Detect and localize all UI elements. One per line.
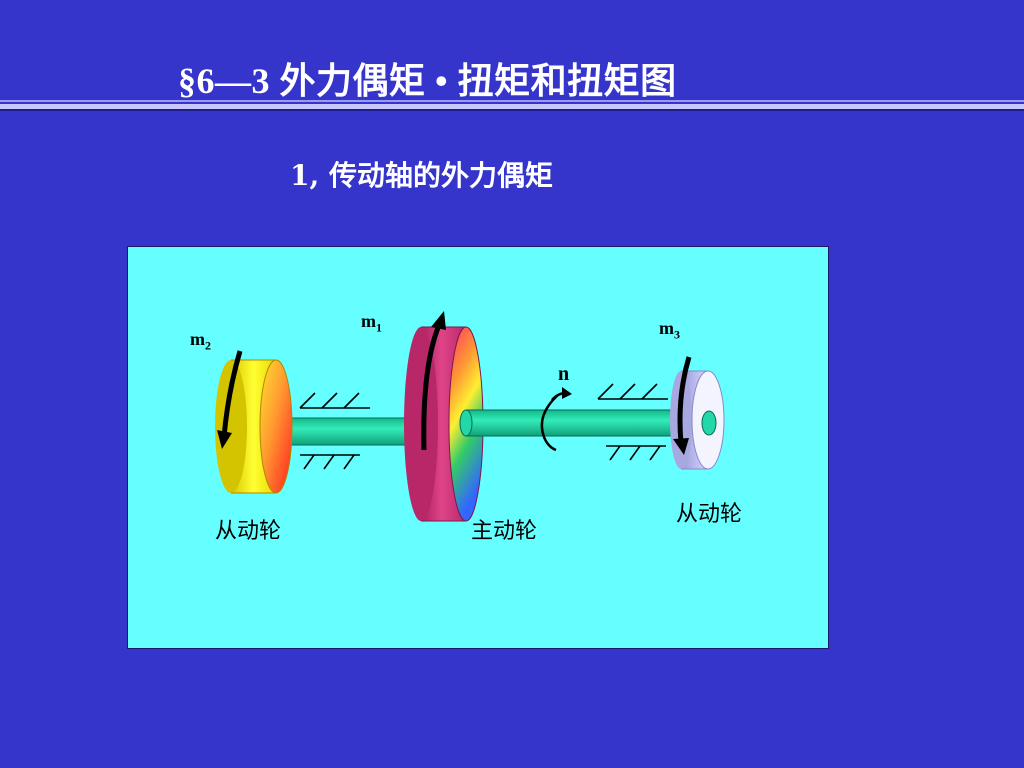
rotation-n-label: n <box>558 363 570 385</box>
right-driven-wheel-label: 从动轮 <box>676 502 743 527</box>
bearing-support-upper-left <box>299 392 370 409</box>
rotation-n-arrow <box>540 387 572 452</box>
left-driven-wheel <box>215 359 293 494</box>
bearing-support-upper-right <box>597 383 668 400</box>
bearing-support-lower-right <box>606 445 666 461</box>
moment-m1-arrow <box>421 311 446 451</box>
shaft-right-segment <box>459 409 682 437</box>
transmission-shaft-diagram: m2 m1 m3 n 从动轮 主动轮 从动轮 <box>127 246 829 649</box>
slide-title: §6—3 外力偶矩 • 扭矩和扭矩图 <box>178 61 677 101</box>
moment-m3-arrow <box>673 356 692 455</box>
left-driven-wheel-label: 从动轮 <box>215 519 282 544</box>
title-divider-thick <box>0 104 1024 111</box>
main-driving-wheel-label: 主动轮 <box>471 519 538 544</box>
right-driven-wheel <box>670 370 725 470</box>
moment-m3-label: m3 <box>659 318 680 342</box>
diagram-canvas <box>215 311 725 522</box>
bearing-support-lower-left <box>300 454 360 470</box>
title-divider-thin <box>0 100 1024 102</box>
moment-m2-arrow <box>217 350 243 449</box>
moment-m1-label: m1 <box>361 311 382 335</box>
section-subtitle: 1, 传动轴的外力偶矩 <box>290 159 553 192</box>
moment-m2-label: m2 <box>190 329 211 353</box>
